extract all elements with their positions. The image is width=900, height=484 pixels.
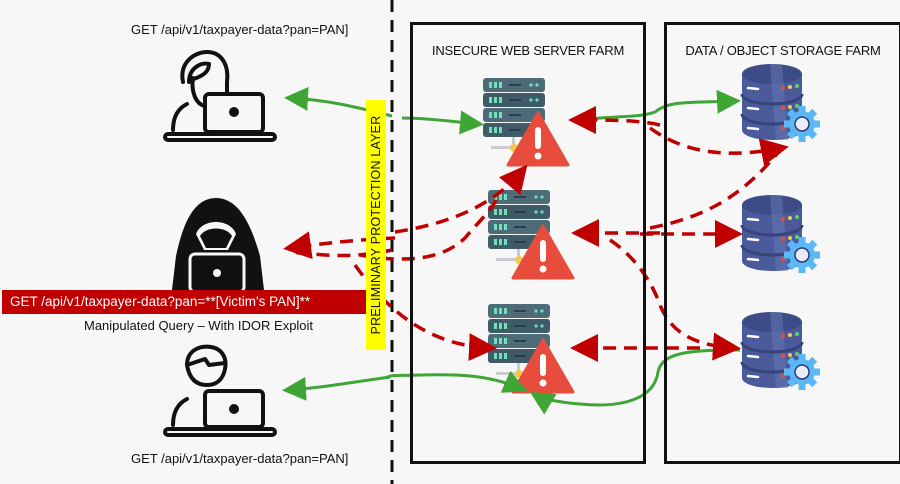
web-farm-title: INSECURE WEB SERVER FARM: [431, 43, 625, 58]
protection-layer-label: PRELIMINARY PROTECTION LAYER: [369, 115, 383, 335]
attack-request-banner: GET /api/v1/taxpayer-data?pan=**[Victim'…: [2, 290, 366, 314]
db1-to-server1-arrow: [568, 106, 661, 135]
server2-to-db3-arrow: [609, 238, 741, 361]
attack-arrow-through-server-2: [359, 199, 498, 261]
storage-return-arrow-3: [529, 348, 741, 415]
attack-response-arrow: [283, 231, 396, 260]
storage-farm-title: DATA / OBJECT STORAGE FARM: [685, 43, 881, 58]
female-user-icon: [163, 50, 277, 142]
storage-farm: DATA / OBJECT STORAGE FARM: [664, 22, 900, 464]
male-user-icon: [163, 344, 277, 437]
attack-caption: Manipulated Query – With IDOR Exploit: [84, 318, 314, 333]
storage-fetch-arrow-1: [574, 89, 741, 122]
legit-response-arrow-3: [282, 375, 391, 401]
server1-to-db1-arrow: [648, 126, 789, 166]
preliminary-protection-layer: PRELIMINARY PROTECTION LAYER: [366, 100, 386, 350]
user3-request-label: GET /api/v1/taxpayer-data?pan=PAN]: [131, 451, 349, 466]
web-server-farm: INSECURE WEB SERVER FARM: [410, 22, 646, 464]
attack-arrow-to-server-3: [353, 263, 497, 362]
hacker-icon: [172, 198, 264, 294]
user1-request-label: GET /api/v1/taxpayer-data?pan=PAN]: [131, 22, 349, 37]
attack-arrow-to-server-1: [394, 164, 528, 234]
legit-request-arrow-3: [385, 370, 528, 393]
legit-request-arrow-1: [401, 110, 484, 135]
server2-to-db1-arrow: [649, 148, 782, 230]
